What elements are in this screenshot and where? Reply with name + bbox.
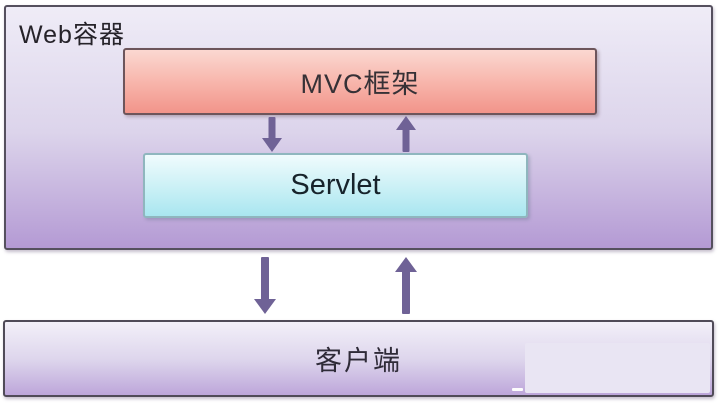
up-arrow-icon (395, 116, 417, 152)
mvc-framework-box: MVC框架 (123, 48, 597, 115)
web-container-label: Web容器 (19, 21, 125, 49)
arrow-stem (402, 129, 410, 152)
arrow-head (254, 299, 276, 314)
arrow-head (262, 138, 282, 152)
mvc-framework-label: MVC框架 (300, 69, 420, 99)
small-dash (512, 388, 523, 391)
arrow-head (395, 257, 417, 272)
down-arrow-icon (254, 257, 276, 314)
arrow-head (396, 116, 416, 130)
servlet-label: Servlet (290, 169, 381, 201)
arrow-stem (268, 117, 276, 139)
arrow-stem (402, 271, 410, 314)
down-arrow-icon (261, 117, 283, 152)
servlet-box: Servlet (143, 153, 528, 218)
client-label: 客户端 (315, 346, 402, 376)
up-arrow-icon (395, 257, 417, 314)
light-patch (525, 343, 710, 393)
arrow-stem (261, 257, 269, 300)
